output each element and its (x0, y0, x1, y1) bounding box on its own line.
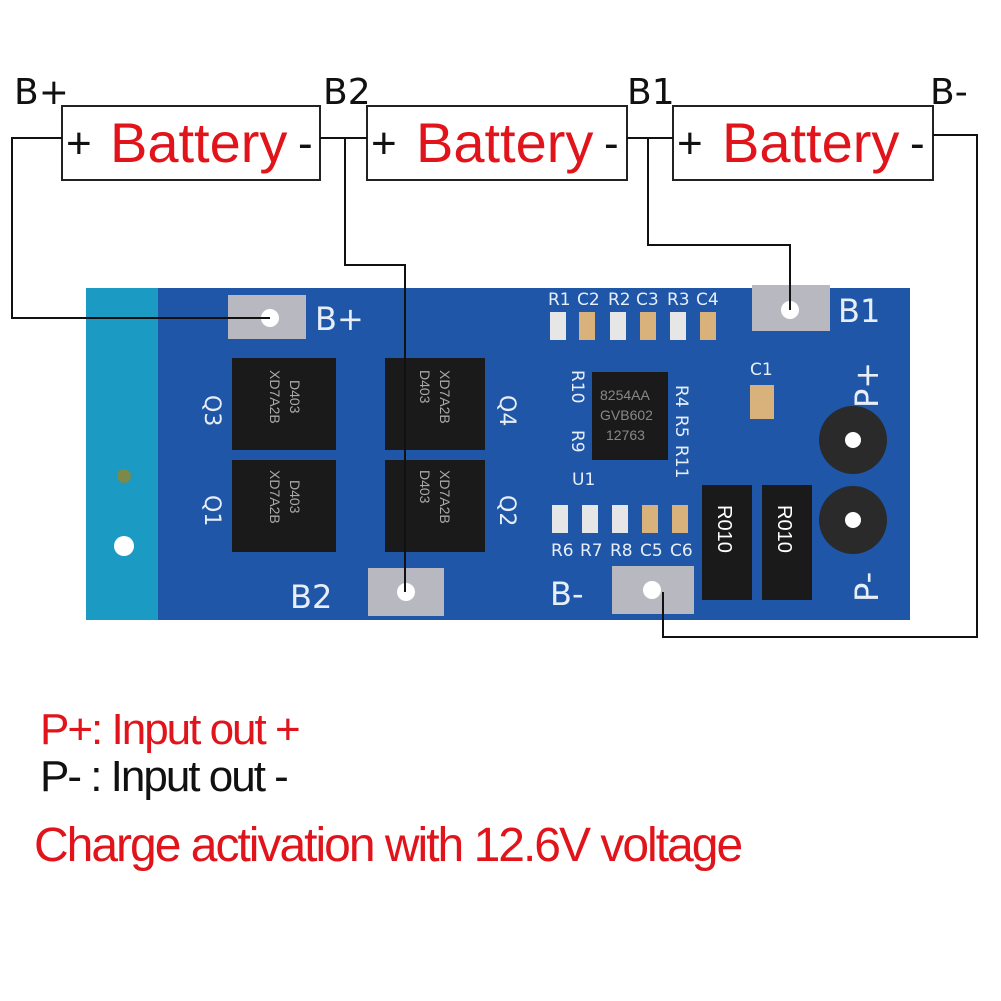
battery-2: + Battery - (366, 105, 628, 181)
battery-label: Battery (416, 111, 593, 174)
svg-text:R010: R010 (773, 505, 795, 553)
silk-b1: B1 (838, 292, 880, 330)
via-hole (117, 469, 131, 483)
svg-text:XD7A2B: XD7A2B (437, 470, 453, 524)
svg-text:R10: R10 (567, 370, 587, 403)
svg-text:XD7A2B: XD7A2B (267, 370, 283, 424)
silk-p-plus: P+ (848, 362, 886, 408)
svg-text:R010: R010 (713, 505, 735, 553)
battery-3: + Battery - (672, 105, 934, 181)
svg-text:GVB602: GVB602 (600, 407, 653, 423)
shunt-resistor-2: R010 (762, 485, 812, 600)
terminal-b-plus-label: B+ (14, 72, 69, 113)
ref-c3: C3 (636, 290, 659, 310)
wire-b-plus (11, 137, 270, 319)
battery-plus: + (677, 119, 703, 168)
ref-r1: R1 (548, 290, 571, 310)
svg-text:R11: R11 (671, 445, 691, 478)
ref-r3: R3 (667, 290, 690, 310)
svg-text:R4: R4 (671, 385, 691, 408)
ref-r6: R6 (551, 541, 574, 561)
svg-text:Q3: Q3 (199, 395, 224, 426)
ic-u1: 8254AA GVB602 12763 (592, 372, 668, 460)
svg-text:R5: R5 (671, 415, 691, 438)
silk-b-minus: B- (550, 575, 584, 613)
svg-text:Q1: Q1 (199, 495, 224, 526)
note-p-minus: P- : Input out - (40, 752, 289, 801)
svg-text:D403: D403 (417, 370, 433, 404)
battery-plus: + (66, 119, 92, 168)
wire-b2 (344, 138, 406, 592)
battery-1: + Battery - (61, 105, 321, 181)
ref-c5: C5 (640, 541, 663, 561)
battery-minus: - (604, 119, 619, 168)
ref-r2: R2 (608, 290, 631, 310)
svg-text:Q2: Q2 (494, 495, 519, 526)
silk-b2: B2 (290, 578, 332, 616)
svg-text:D403: D403 (287, 480, 303, 514)
svg-text:R9: R9 (567, 430, 587, 453)
battery-minus: - (910, 119, 925, 168)
ref-u1: U1 (572, 470, 595, 490)
ref-c2: C2 (577, 290, 600, 310)
svg-text:8254AA: 8254AA (600, 387, 650, 403)
silk-p-minus: P- (848, 572, 886, 602)
svg-text:D403: D403 (287, 380, 303, 414)
mounting-hole (114, 536, 134, 556)
battery-minus: - (298, 119, 313, 168)
wire-b1 (647, 138, 791, 310)
svg-text:XD7A2B: XD7A2B (437, 370, 453, 424)
battery-label: Battery (110, 111, 287, 174)
wire-b-minus (662, 134, 978, 638)
terminal-b-minus-label: B- (930, 72, 968, 113)
svg-text:D403: D403 (417, 470, 433, 504)
ref-r7: R7 (580, 541, 603, 561)
shunt-resistor-1: R010 (702, 485, 752, 600)
terminal-b1-label: B1 (627, 72, 675, 113)
note-p-plus: P+: Input out + (40, 705, 301, 754)
terminal-b2-label: B2 (323, 72, 371, 113)
svg-text:12763: 12763 (606, 427, 645, 443)
battery-plus: + (371, 119, 397, 168)
svg-text:XD7A2B: XD7A2B (267, 470, 283, 524)
battery-label: Battery (722, 111, 899, 174)
ref-c4: C4 (696, 290, 719, 310)
silk-b-plus: B+ (315, 300, 364, 338)
note-activation: Charge activation with 12.6V voltage (34, 819, 743, 872)
ref-c6: C6 (670, 541, 693, 561)
ref-r8: R8 (610, 541, 633, 561)
ref-c1: C1 (750, 360, 773, 380)
svg-text:Q4: Q4 (494, 395, 519, 426)
wires (11, 134, 978, 638)
